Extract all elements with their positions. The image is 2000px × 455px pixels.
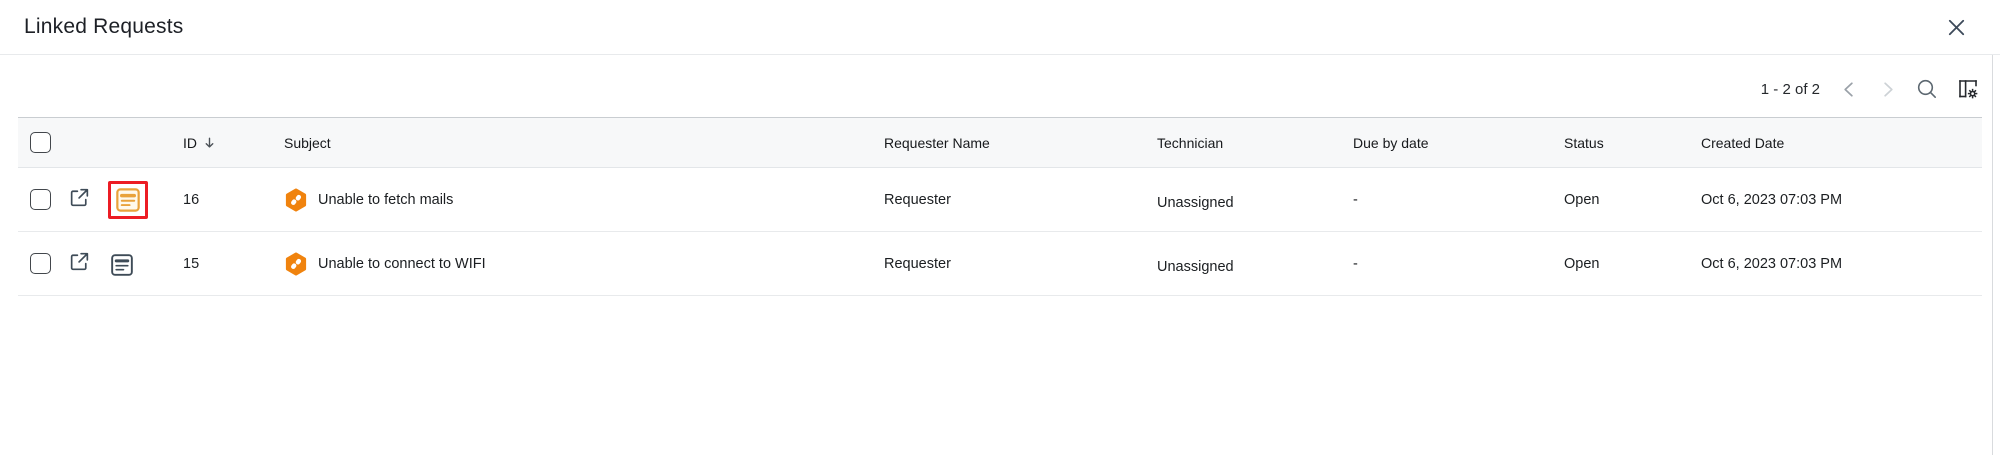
technician-value[interactable]: Unassigned	[1157, 258, 1234, 275]
row-checkbox[interactable]	[30, 253, 51, 274]
search-icon	[1915, 77, 1939, 101]
request-type-badge-icon	[284, 252, 308, 276]
column-settings-button[interactable]	[1954, 75, 1982, 103]
requester-name: Requester	[884, 255, 951, 272]
linked-requests-table: ID Subject Requester Name Technician Due…	[18, 117, 1982, 296]
request-subject: Unable to fetch mails	[318, 191, 454, 208]
request-subject: Unable to connect to WIFI	[318, 255, 486, 272]
conversation-button[interactable]	[115, 187, 141, 213]
page-title: Linked Requests	[24, 15, 184, 38]
request-id: 15	[183, 255, 200, 272]
document-lines-icon	[110, 253, 134, 277]
open-in-new-tab-button[interactable]	[68, 186, 91, 209]
conversation-button[interactable]	[110, 253, 134, 277]
pagination-label: 1 - 2 of 2	[1760, 80, 1820, 98]
close-icon	[1945, 16, 1968, 39]
column-header-due-by-date[interactable]: Due by date	[1348, 117, 1558, 168]
sort-desc-icon	[203, 136, 216, 150]
close-button[interactable]	[1943, 14, 1970, 41]
table-columns-gear-icon	[1956, 77, 1980, 101]
request-type-badge-icon	[284, 188, 308, 212]
column-header-open	[60, 117, 108, 168]
column-header-technician[interactable]: Technician	[1152, 117, 1348, 168]
conversation-highlight-box	[108, 180, 148, 219]
row-checkbox[interactable]	[30, 189, 51, 210]
dialog-header: Linked Requests	[0, 0, 2000, 55]
next-page-button[interactable]	[1875, 77, 1900, 102]
chevron-right-icon	[1877, 79, 1898, 100]
technician-value[interactable]: Unassigned	[1157, 194, 1234, 211]
table-header-row: ID Subject Requester Name Technician Due…	[18, 117, 1982, 168]
column-header-conversation	[108, 117, 172, 168]
due-by-date-value: -	[1353, 255, 1358, 272]
external-link-icon	[68, 186, 91, 209]
prev-page-button[interactable]	[1837, 77, 1862, 102]
dialog-content: 1 - 2 of 2	[0, 55, 2000, 455]
chevron-left-icon	[1839, 79, 1860, 100]
column-header-subject[interactable]: Subject	[276, 117, 878, 168]
search-button[interactable]	[1913, 75, 1941, 103]
status-value: Open	[1564, 255, 1600, 272]
select-all-checkbox[interactable]	[30, 132, 51, 153]
table-row-request-15[interactable]: 15	[18, 231, 1982, 296]
column-header-created-date[interactable]: Created Date	[1695, 117, 1982, 168]
column-header-id[interactable]: ID	[172, 117, 276, 168]
external-link-icon	[68, 250, 91, 273]
status-value: Open	[1564, 191, 1600, 208]
content-right-divider	[1992, 55, 1993, 455]
column-header-requester-name[interactable]: Requester Name	[878, 117, 1152, 168]
document-lines-icon	[115, 187, 141, 213]
table-row-request-16[interactable]: 16	[18, 167, 1982, 232]
created-date-value: Oct 6, 2023 07:03 PM	[1701, 255, 1843, 272]
column-header-status[interactable]: Status	[1558, 117, 1695, 168]
requester-name: Requester	[884, 191, 951, 208]
request-id: 16	[183, 191, 200, 208]
list-toolbar: 1 - 2 of 2	[0, 55, 2000, 117]
open-in-new-tab-button[interactable]	[68, 250, 91, 273]
created-date-value: Oct 6, 2023 07:03 PM	[1701, 191, 1843, 208]
due-by-date-value: -	[1353, 191, 1358, 208]
